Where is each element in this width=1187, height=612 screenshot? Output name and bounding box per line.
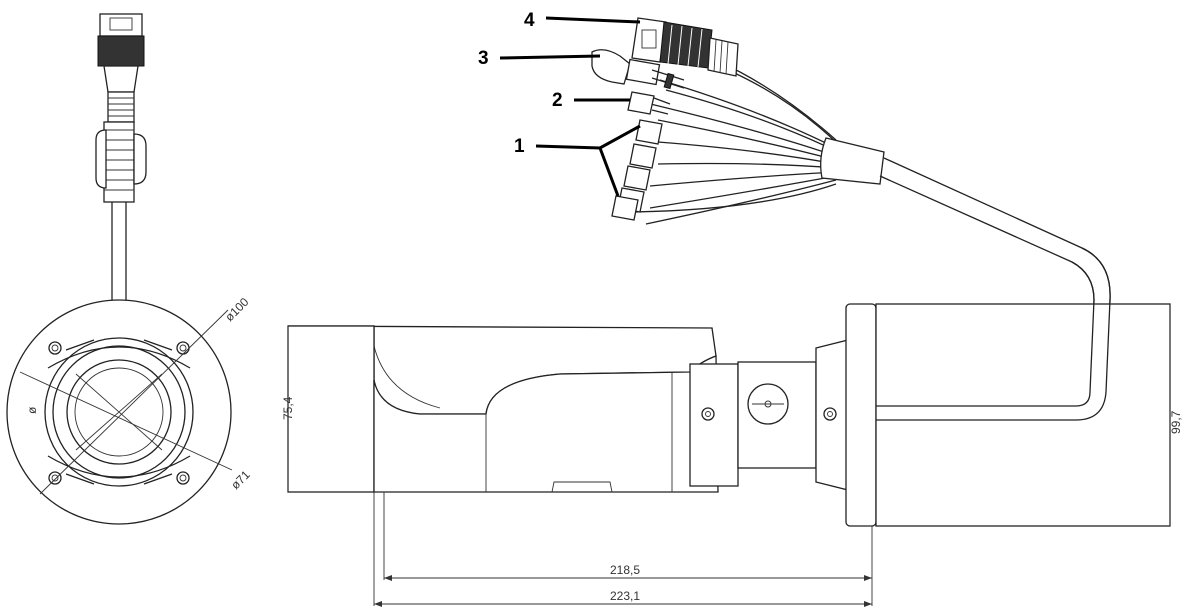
audio-connector [627,91,671,115]
front-hood [287,325,375,493]
callout-3: 3 [478,48,489,69]
power-connector [591,49,685,90]
callout-2: 2 [552,90,563,111]
bracket-joint [737,361,817,469]
cable-bundle-front [95,121,147,300]
diameter-inner-label: ø71 [228,467,253,492]
front-mount-disc [6,299,233,525]
height-front-label: 75,4 [281,396,295,420]
leader-line-4 [545,16,641,24]
dimension-lines: 75,4 99,7 218,5 223,1 [281,304,1183,607]
rear-collar [689,363,739,487]
rj45-connector [631,17,739,77]
cable-sleeve [820,137,885,185]
rj45-connector-front [97,13,145,123]
wall-mount-plate [845,303,877,527]
callout-4: 4 [524,10,535,31]
front-view: ø100 ø71 ø [6,13,253,525]
wall-mount-box [875,303,1171,527]
length-inner-label: 218,5 [610,563,640,577]
side-view [287,247,1171,527]
wire-fan [629,61,839,225]
alarm-terminal-connectors [611,119,663,221]
camera-body [373,355,719,493]
phi-mark-label: ø [25,406,39,414]
length-total-label: 223,1 [610,589,640,603]
leader-line-3 [499,54,601,60]
leader-line-1 [535,124,641,197]
callout-1: 1 [514,136,525,157]
height-rear-label: 99,7 [1169,410,1183,434]
diameter-outer-label: ø100 [222,295,251,324]
